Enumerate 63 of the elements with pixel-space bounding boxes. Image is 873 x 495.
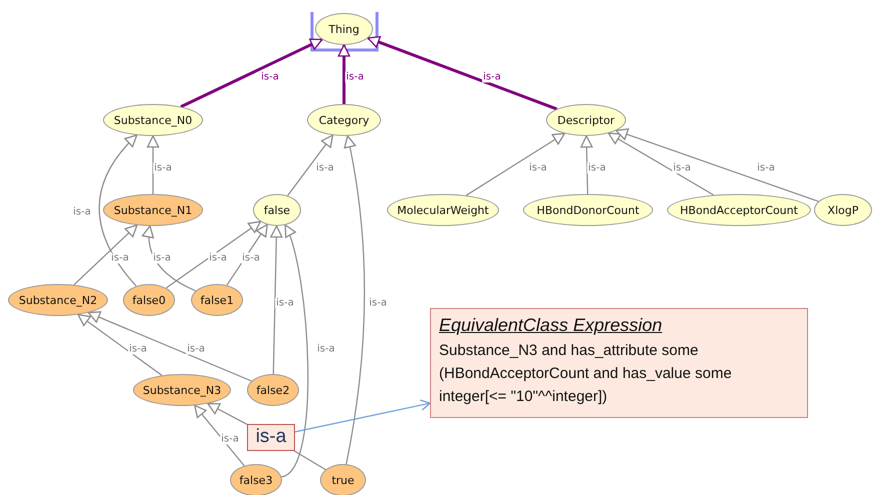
class-ellipse: HBondDonorCount: [523, 194, 653, 226]
arrow: [270, 225, 283, 374]
class-ellipse: HBondAcceptorCount: [667, 194, 811, 226]
arrow: [287, 134, 334, 196]
edge-label: is-a: [152, 252, 172, 264]
arrow: [608, 132, 714, 196]
class-ellipse: false: [253, 194, 301, 226]
edge-label: is-a: [528, 162, 548, 174]
class-ellipse: Substance_N3: [133, 374, 231, 406]
arrow: [146, 135, 160, 194]
connector-line: [293, 450, 326, 470]
edge-label-box: is-a: [247, 424, 295, 450]
arrow: [88, 311, 252, 382]
arrow: [294, 400, 431, 432]
edge-label: is-a: [153, 162, 173, 174]
edge-label: is-a: [345, 72, 365, 82]
expression-box: [430, 308, 808, 418]
class-ellipse: Substance_N2: [8, 284, 108, 316]
edge-label: is-a: [275, 298, 295, 308]
class-ellipse: Descriptor: [546, 104, 626, 136]
class-ellipse: true: [320, 464, 366, 495]
arrow: [466, 132, 566, 196]
class-ellipse: Thing: [315, 13, 373, 45]
expression-text: Substance_N3 and has_attribute some (HBondAcceptorCount and has_value some integer[<= "10"^^integer]): [439, 341, 733, 407]
class-ellipse: false2: [247, 374, 299, 406]
arrow: [615, 128, 819, 202]
arrow: [194, 404, 245, 466]
edge-label: is-a: [72, 206, 92, 218]
class-ellipse: XlogP: [814, 194, 872, 226]
edge-label: is-a: [186, 344, 206, 354]
edge-label: is-a: [128, 344, 148, 354]
edge-label: is-a: [260, 72, 280, 82]
edge-label: is-a: [220, 434, 240, 444]
arrow: [207, 402, 248, 425]
edge-label: is-a: [482, 72, 502, 82]
arrow: [226, 224, 268, 286]
arrow: [78, 314, 162, 376]
arrow: [281, 224, 308, 478]
arrow: [367, 36, 558, 110]
class-ellipse: Substance_N1: [103, 194, 203, 226]
class-ellipse: Substance_N0: [103, 104, 203, 136]
arrow: [142, 225, 196, 292]
edge-label: is-a: [241, 252, 261, 264]
arrow: [74, 224, 138, 286]
edge-label: is-a: [756, 162, 776, 174]
arrow: [580, 135, 593, 194]
edge-label: is-a: [110, 252, 130, 264]
class-ellipse: MolecularWeight: [387, 194, 499, 226]
class-ellipse: false0: [123, 284, 175, 316]
arrow: [338, 44, 350, 104]
arrow: [180, 38, 323, 108]
class-ellipse: false1: [191, 284, 243, 316]
edge-label: is-a: [672, 162, 692, 174]
class-ellipse: false3: [230, 464, 282, 495]
edge-label: is-a: [208, 252, 228, 264]
expression-heading: EquivalentClass Expression: [439, 315, 662, 336]
arrow: [344, 135, 366, 464]
edge-label: is-a: [316, 344, 336, 354]
arrow: [98, 134, 138, 286]
class-ellipse: Category: [307, 104, 381, 136]
edge-label: is-a: [315, 162, 335, 174]
edge-label: is-a: [587, 162, 607, 174]
edge-label: is-a: [368, 298, 388, 308]
